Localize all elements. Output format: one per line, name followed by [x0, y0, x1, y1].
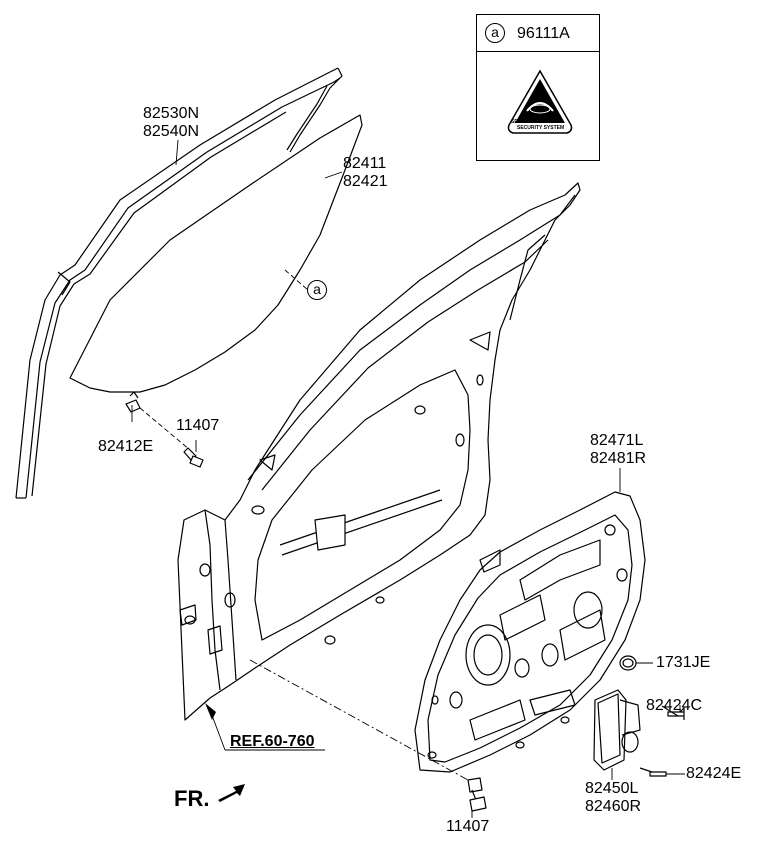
label-82481R: 82481R [590, 450, 647, 467]
security-badge-icon [507, 69, 573, 134]
door-module-panel [414, 491, 646, 773]
inset-header: a 96111A [477, 15, 599, 52]
window-motor [593, 689, 641, 771]
label-1731JE: 1731JE [656, 654, 711, 671]
label-82411: 82411 [343, 155, 387, 172]
label-82424E: 82424E [686, 765, 742, 782]
label-82471L: 82471L [590, 432, 644, 449]
badge-top-text: SECURITY SYSTEM [511, 119, 559, 125]
glass-clip [125, 399, 141, 413]
inset-part-number: 96111A [517, 25, 570, 42]
callout-circle: a [485, 23, 505, 43]
label-82540N: 82540N [143, 123, 200, 140]
label-82424C: 82424C [646, 697, 703, 714]
label-82460R: 82460R [585, 798, 642, 815]
bolt-11407-bottom [467, 777, 487, 812]
inset-security-label: a 96111A SECURITY SYSTEM SECURITY SYSTEM [476, 14, 600, 161]
badge-bottom-text: SECURITY SYSTEM [517, 125, 565, 131]
label-82450L: 82450L [585, 780, 639, 797]
door-panel [177, 182, 581, 721]
front-direction-label: FR. [174, 786, 210, 811]
ref-label: REF.60-760 [230, 733, 315, 750]
front-arrow-icon [218, 784, 245, 802]
bolt-11407-top [183, 447, 204, 468]
screw-82424C [667, 707, 685, 720]
label-82412E: 82412E [98, 438, 154, 455]
glass-run-channel [15, 67, 343, 499]
label-82421: 82421 [343, 173, 388, 190]
screw-82424E [649, 771, 667, 777]
door-glass [69, 114, 363, 393]
label-11407-top: 11407 [176, 417, 220, 434]
label-82530N: 82530N [143, 105, 200, 122]
label-11407-bottom: 11407 [446, 818, 490, 835]
glass-callout-circle: a [307, 280, 327, 300]
